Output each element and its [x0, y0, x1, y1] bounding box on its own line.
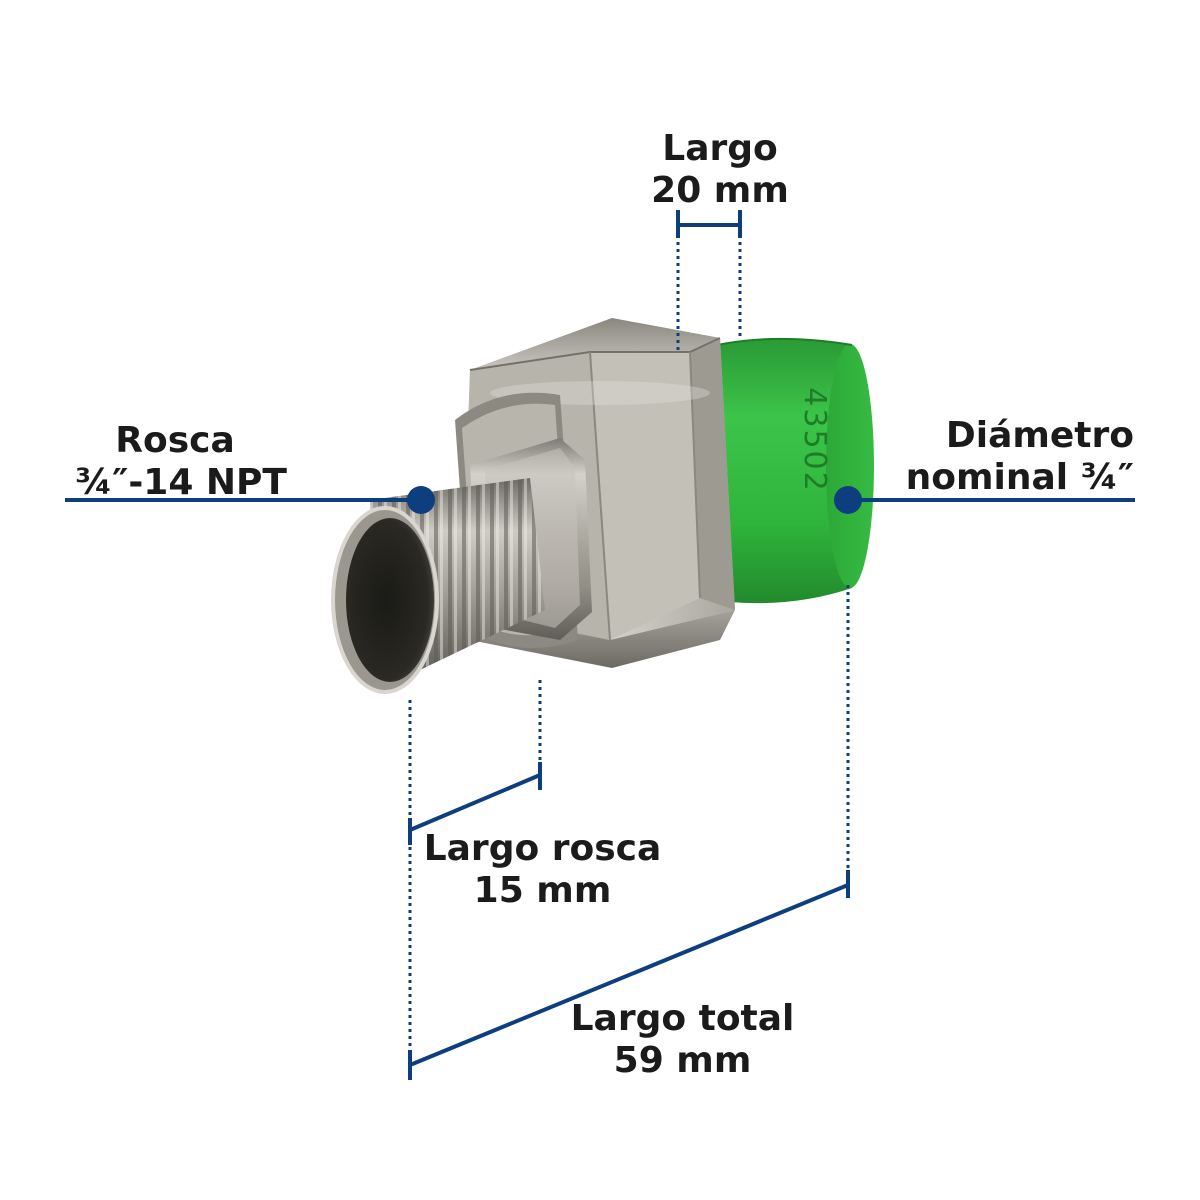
socket-marking: 43502 [797, 387, 832, 492]
total-length-line2: 59 mm [613, 1040, 752, 1081]
total-dim-bar [409, 883, 849, 1067]
dimension-lines [65, 210, 1135, 1080]
socket-length-line2: 20 mm [651, 170, 789, 211]
socket-length-label: Largo 20 mm [630, 128, 810, 212]
nominal-diameter-label: Diámetro nominal ¾″ [880, 415, 1134, 499]
diameter-line2: nominal ¾″ [905, 457, 1134, 498]
thread-label-line1: Rosca [115, 420, 235, 461]
pipe-bore [331, 506, 439, 694]
union-fitting-illustration: 43502 [331, 318, 874, 694]
socket-length-line1: Largo [662, 128, 778, 169]
thread-label-line2: ¾″-14 NPT [75, 462, 287, 503]
total-length-line1: Largo total [570, 998, 795, 1039]
total-length-label: Largo total 59 mm [565, 998, 800, 1082]
thread-length-line1: Largo rosca [423, 828, 662, 869]
green-socket [689, 337, 874, 604]
diameter-leader-dot [834, 486, 862, 514]
thread-spec-label: Rosca ¾″-14 NPT [75, 420, 287, 504]
diameter-line1: Diámetro [945, 415, 1134, 456]
thread-length-line2: 15 mm [473, 870, 612, 911]
threadlen-dim-bar [409, 773, 541, 832]
thread-length-label: Largo rosca 15 mm [420, 828, 665, 912]
thread-leader-dot [407, 486, 435, 514]
